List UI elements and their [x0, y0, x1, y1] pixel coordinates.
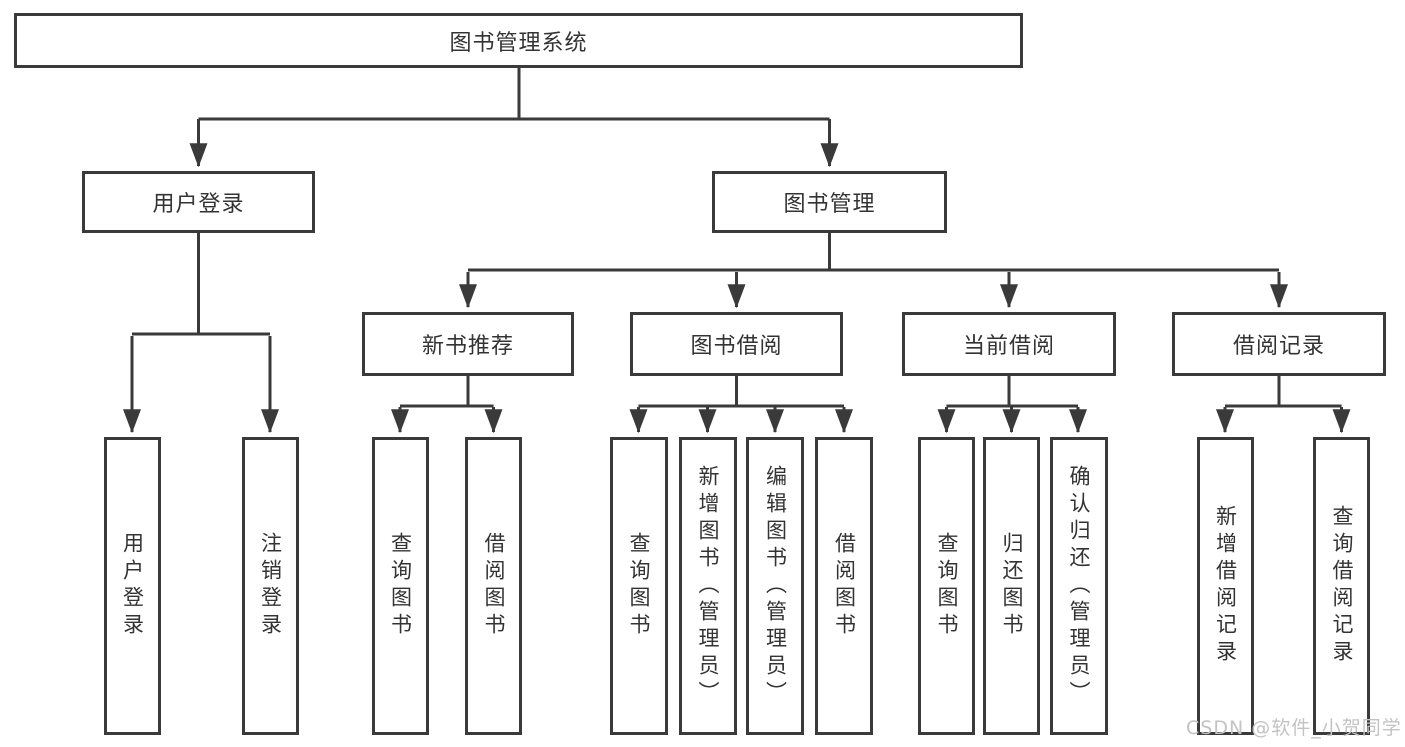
leaf-logout: 注销登录 — [241, 437, 299, 735]
leaf-return-books: 归还图书 — [983, 437, 1040, 735]
leaf-query-books-current: 查询图书 — [918, 437, 975, 735]
connector-wires — [132, 68, 1342, 408]
node-root: 图书管理系统 — [14, 13, 1023, 68]
node-new-book-recommendation: 新书推荐 — [362, 312, 574, 376]
node-user-login: 用户登录 — [82, 171, 315, 233]
leaf-confirm-return-admin: 确认归还（管理员） — [1049, 437, 1108, 735]
leaf-query-books-borrowing: 查询图书 — [609, 437, 668, 735]
leaf-borrow-books-recommend: 借阅图书 — [465, 437, 522, 735]
csdn-watermark: CSDN @软件_小贺同学 — [1186, 717, 1402, 739]
leaf-edit-books-admin: 编辑图书（管理员） — [746, 437, 804, 735]
leaf-user-login: 用户登录 — [103, 437, 161, 735]
leaf-add-books-admin: 新增图书（管理员） — [678, 437, 737, 735]
leaf-query-borrow-record: 查询借阅记录 — [1313, 437, 1370, 735]
leaf-add-borrow-record: 新增借阅记录 — [1196, 437, 1254, 735]
connector-arrows — [123, 119, 1351, 434]
node-current-borrowing: 当前借阅 — [902, 312, 1116, 376]
leaf-borrow-books: 借阅图书 — [815, 437, 873, 735]
leaf-query-books-recommend: 查询图书 — [371, 437, 429, 735]
node-book-borrowing: 图书借阅 — [630, 312, 843, 376]
node-book-management: 图书管理 — [712, 171, 947, 233]
node-borrowing-records: 借阅记录 — [1172, 312, 1386, 376]
